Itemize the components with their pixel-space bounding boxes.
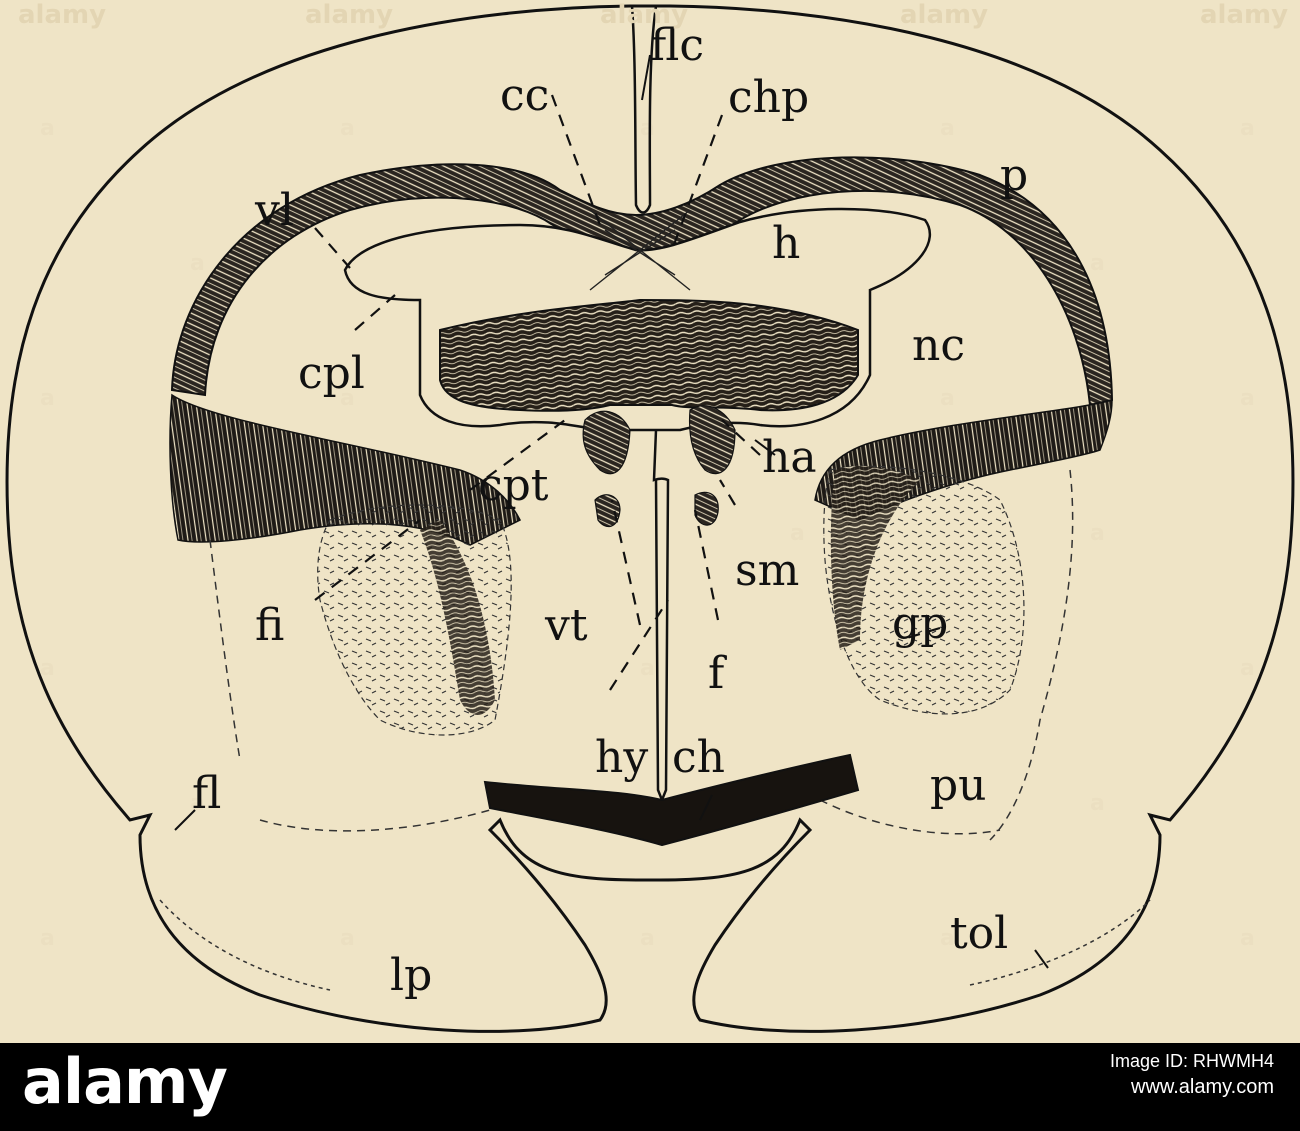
svg-text:a: a <box>1090 791 1105 816</box>
watermark-top-4: alamy <box>900 0 989 30</box>
label-cpl: cpl <box>298 348 365 399</box>
watermark-top-3: alamy <box>600 0 689 30</box>
label-ch: ch <box>672 732 725 783</box>
label-pu: pu <box>930 760 987 811</box>
solid-leaders <box>174 54 1049 969</box>
svg-text:a: a <box>40 656 55 681</box>
watermark-top-5: alamy <box>1200 0 1289 30</box>
svg-text:a: a <box>1240 386 1255 411</box>
optic-chiasma <box>483 753 860 847</box>
label-p: p <box>1000 150 1028 201</box>
third-ventricle <box>652 429 670 804</box>
label-fi: fi <box>255 600 284 651</box>
svg-text:a: a <box>640 656 655 681</box>
ventral-dashed-contours <box>259 799 1001 835</box>
svg-text:a: a <box>40 386 55 411</box>
svg-text:a: a <box>940 926 955 951</box>
alamy-logo[interactable]: alamy <box>22 1045 228 1118</box>
svg-text:a: a <box>940 386 955 411</box>
svg-text:a: a <box>40 926 55 951</box>
lateral-dashed-contours <box>209 469 1074 841</box>
site-url[interactable]: www.alamy.com <box>1131 1076 1274 1098</box>
label-lp: lp <box>390 950 432 1001</box>
image-info: Image ID: RHWMH4 www.alamy.com <box>1110 1051 1274 1099</box>
label-cc: cc <box>500 70 549 121</box>
label-f: f <box>708 648 727 699</box>
fornix-body <box>439 298 859 412</box>
label-sm: sm <box>735 545 799 596</box>
section-outline <box>5 4 1295 1033</box>
label-nc: nc <box>912 320 965 371</box>
label-cpt: cpt <box>478 460 549 511</box>
label-fl: fl <box>192 768 221 819</box>
label-hy: hy <box>595 732 648 783</box>
label-flc: flc <box>650 20 704 71</box>
svg-text:a: a <box>340 926 355 951</box>
brain-section-diagram: a a a a a a a a a a a a a a a a a a a a <box>5 4 1295 1033</box>
chiasma-fibers <box>589 209 691 291</box>
label-gp: gp <box>892 598 948 649</box>
svg-text:a: a <box>1240 116 1255 141</box>
svg-text:a: a <box>940 116 955 141</box>
leader-lines <box>314 94 941 691</box>
svg-text:a: a <box>640 116 655 141</box>
habenula-clusters <box>582 405 736 528</box>
image-id: RHWMH4 <box>1193 1051 1274 1071</box>
label-vl: vl <box>254 185 294 236</box>
label-vt: vt <box>544 600 588 651</box>
image-id-line: Image ID: RHWMH4 <box>1110 1051 1274 1072</box>
svg-text:a: a <box>1090 251 1105 276</box>
label-chp: chp <box>728 72 809 123</box>
svg-text:a: a <box>1090 521 1105 546</box>
longitudinal-fissure <box>630 5 658 214</box>
label-ha: ha <box>762 432 817 483</box>
svg-text:a: a <box>340 116 355 141</box>
svg-text:a: a <box>1240 926 1255 951</box>
stock-footer-bar: alamy Image ID: RHWMH4 www.alamy.com <box>0 1043 1300 1131</box>
globus-pallidus-right-shade <box>830 465 920 650</box>
piriform-fringe <box>159 899 1151 991</box>
svg-text:a: a <box>790 521 805 546</box>
label-tol: tol <box>950 908 1008 959</box>
illustration-plate: a a a a a a a a a a a a a a a a a a a a <box>0 0 1300 1043</box>
svg-text:a: a <box>340 386 355 411</box>
label-h: h <box>772 218 800 269</box>
svg-text:a: a <box>640 926 655 951</box>
watermark-top-1: alamy <box>18 0 107 30</box>
image-id-prefix: Image ID: <box>1109 1051 1188 1071</box>
svg-text:a: a <box>190 791 205 816</box>
svg-text:a: a <box>1240 656 1255 681</box>
svg-text:a: a <box>190 251 205 276</box>
putamen-left-shade <box>420 520 495 715</box>
watermark-top-2: alamy <box>305 0 394 30</box>
svg-text:a: a <box>40 116 55 141</box>
